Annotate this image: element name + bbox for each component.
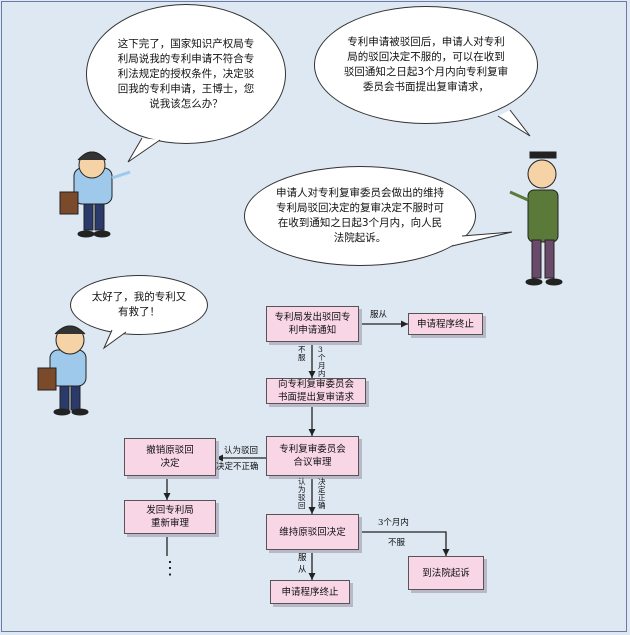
bubble-tail-answer-2 xyxy=(451,231,513,247)
flow-box-rejection-notice-text: 专利局发出驳回专利申请通知 xyxy=(274,312,351,336)
flow-continuation-dots: ⋮ xyxy=(161,558,179,579)
bubble-inventor-question: 这下完了，国家知识产权局专利局说我的专利申请不符合专利法规定的授权条件，决定驳回… xyxy=(86,4,286,144)
edge-label-three-months-bottom: 3个月内 xyxy=(378,518,409,528)
inventor-figure-bottom xyxy=(37,325,89,416)
edge-label-not-accept-bottom: 不服 xyxy=(388,538,406,548)
bubble-inventor-question-text: 这下完了，国家知识产权局专利局说我的专利申请不符合专利法规定的授权条件，决定驳回… xyxy=(117,37,255,110)
flow-box-revoke-text: 撤销原驳回决定 xyxy=(146,445,194,469)
flow-box-request-review-text: 向专利复审委员会书面提出复审请求 xyxy=(277,379,354,403)
bubble-doctor-answer-1: 专利申请被驳回后，申请人对专利局的驳回决定不服的，可以在收到驳回通知之日起3个月… xyxy=(314,6,538,124)
bubble-doctor-answer-1-text: 专利申请被驳回后，申请人对专利局的驳回决定不服的，可以在收到驳回通知之日起3个月… xyxy=(343,36,509,93)
flow-box-reexamine: 发回专利局重新审理 xyxy=(124,500,216,534)
flow-box-court: 到法院起诉 xyxy=(408,556,484,590)
edge-label-accept-bottom: 服从 xyxy=(298,553,307,575)
flow-box-board-review-text: 专利复审委员会合议审理 xyxy=(279,444,346,468)
flow-box-terminate-top: 申请程序终止 xyxy=(408,313,483,335)
inventor-figure-top xyxy=(59,151,131,238)
flow-box-revoke: 撤销原驳回决定 xyxy=(124,438,216,476)
bubble-inventor-relief-text: 太好了，我的专利又有救了！ xyxy=(91,291,187,318)
edge-label-accept-top: 服从 xyxy=(370,310,388,320)
flow-box-terminate-top-text: 申请程序终止 xyxy=(416,318,474,330)
edge-label-decision-correct: 决定正确 xyxy=(318,477,326,510)
flow-box-maintain: 维持原驳回决定 xyxy=(266,514,359,550)
bubble-tail-question xyxy=(127,137,161,163)
edge-label-within-3-months: 3个月内 xyxy=(318,345,326,378)
bubble-tail-relief xyxy=(102,329,127,350)
flow-box-reexamine-text: 发回专利局重新审理 xyxy=(146,505,194,529)
edge-label-wrong-decision-b: 决定不正确 xyxy=(216,462,259,472)
flow-box-board-review: 专利复审委员会合议审理 xyxy=(266,436,359,476)
bubble-doctor-answer-2-text: 申请人对专利复审委员会做出的维持专利局驳回决定的复审决定不服时可在收到通知之日起… xyxy=(276,187,444,244)
bubble-doctor-answer-2: 申请人对专利复审委员会做出的维持专利局驳回决定的复审决定不服时可在收到通知之日起… xyxy=(244,166,476,266)
flow-box-terminate-bottom-text: 申请程序终止 xyxy=(281,586,339,598)
flow-box-court-text: 到法院起诉 xyxy=(422,567,470,579)
flow-box-rejection-notice: 专利局发出驳回专利申请通知 xyxy=(266,306,359,342)
edge-label-think-rejection: 认为驳回 xyxy=(298,477,306,510)
flow-box-terminate-bottom: 申请程序终止 xyxy=(270,580,350,604)
flow-box-request-review: 向专利复审委员会书面提出复审请求 xyxy=(266,378,366,404)
bubble-tail-answer-1 xyxy=(497,109,531,137)
edge-label-wrong-decision-a: 认为驳回 xyxy=(224,446,259,456)
doctor-figure xyxy=(509,151,563,286)
bubble-inventor-relief: 太好了，我的专利又有救了！ xyxy=(70,275,208,335)
flow-box-maintain-text: 维持原驳回决定 xyxy=(279,526,346,538)
edge-label-not-accept: 不服 xyxy=(298,345,306,362)
